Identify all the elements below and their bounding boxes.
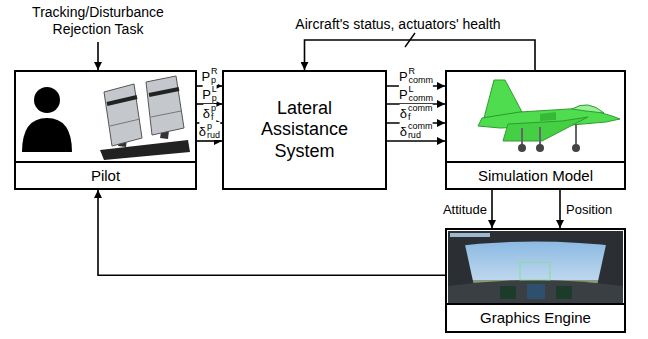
person-icon [22,118,72,152]
rudder-pedals [100,76,190,160]
cockpit-view [500,286,516,299]
connector [491,190,493,228]
subscript: p [212,94,217,103]
cockpit-view [448,280,623,304]
text-area: Graphics Engine [447,303,624,331]
signal-name: P [201,70,210,83]
aircraft [478,80,620,152]
node-label: Pilot [91,167,120,185]
person-icon [34,87,60,113]
person-icon [22,87,72,152]
task-arrow [98,42,99,70]
signal-label: δcommf [400,104,433,122]
task-arrow [97,42,99,70]
signal-name: P [399,88,408,101]
signal-name: P [399,70,408,83]
node-label: Graphics Engine [480,309,591,327]
subscript: rud [207,131,220,140]
cockpit-view [448,231,623,304]
node-label: Lateral Assistance System [245,98,365,163]
signal-name: δ [400,107,407,120]
superscript: R [409,67,434,76]
pilot-box: Pilot [14,70,197,190]
signal-label: Attitude [443,203,487,216]
signal-scripts: Lp [212,85,217,103]
aircraft [536,144,544,152]
rudder-pedals [146,76,184,135]
signal-scripts: commrud [408,122,433,140]
signal-scripts: prud [207,122,220,140]
rudder-pedals [151,111,181,117]
subscript: p [211,76,218,85]
simulation-box: Simulation Model [445,70,626,190]
cockpit-view [448,231,623,304]
signal-label: PRcomm [399,67,433,85]
signal-scripts: Rcomm [409,67,434,85]
signal-name: δ [199,125,206,138]
superscript: R [211,67,218,76]
rudder-pedals [149,89,179,95]
cockpit-view [556,286,572,299]
node-label: Simulation Model [478,167,593,185]
signal-scripts: Lcomm [409,85,434,103]
aircraft [575,124,577,146]
cockpit-view [520,262,550,280]
signal-scripts: pf [211,104,216,122]
task-label: Tracking/Disturbance Rejection Task [18,4,178,38]
superscript: p [207,122,220,131]
signal-name: Aircraft's status, actuators' health [295,17,500,31]
connector [305,40,536,70]
signal-scripts: commf [408,104,433,122]
cockpit-view [448,231,623,247]
aircraft [572,144,580,152]
aircraft [540,112,556,121]
text-area: Pilot [16,161,195,188]
subscript: f [211,113,216,122]
signal-label: δcommrud [400,122,433,140]
connector [98,190,445,275]
cockpit-view [450,233,490,237]
text-area: Simulation Model [447,161,624,188]
connector [387,140,445,142]
signal-label: δprud [199,122,220,140]
aircraft [539,127,541,146]
signal-name: δ [400,125,407,138]
subscript: rud [408,131,433,140]
connector [559,190,561,228]
signal-label: PRp [201,67,217,85]
aircraft [518,144,526,152]
subscript: comm [409,76,434,85]
subscript: f [408,113,433,122]
process-box: Lateral Assistance System [222,70,387,190]
signal-name: P [202,88,211,101]
aircraft [521,128,523,146]
cockpit-view [527,284,545,299]
signal-name: Position [566,203,612,216]
text-area: Lateral Assistance System [224,72,385,188]
signal-name: δ [203,107,210,120]
signal-label: PLp [202,85,217,103]
superscript: L [212,85,217,94]
superscript: L [409,85,434,94]
rudder-pedals [107,97,137,104]
superscript: p [211,104,216,113]
signal-scripts: Rp [211,67,218,85]
signal-label: δpf [203,104,216,122]
feedback-label: Aircraft's status, actuators' health [295,17,500,31]
graphics-box: Graphics Engine [445,228,626,333]
signal-name: Attitude [443,203,487,216]
rudder-pedals [110,119,140,126]
aircraft [572,105,604,113]
subscript: comm [409,94,434,103]
rudder-pedals [104,84,142,146]
cockpit-view [448,280,623,304]
connector [197,140,222,142]
signal-label: Position [566,203,612,216]
signal-label: PLcomm [399,85,433,103]
superscript: comm [408,104,433,113]
superscript: comm [408,122,433,131]
